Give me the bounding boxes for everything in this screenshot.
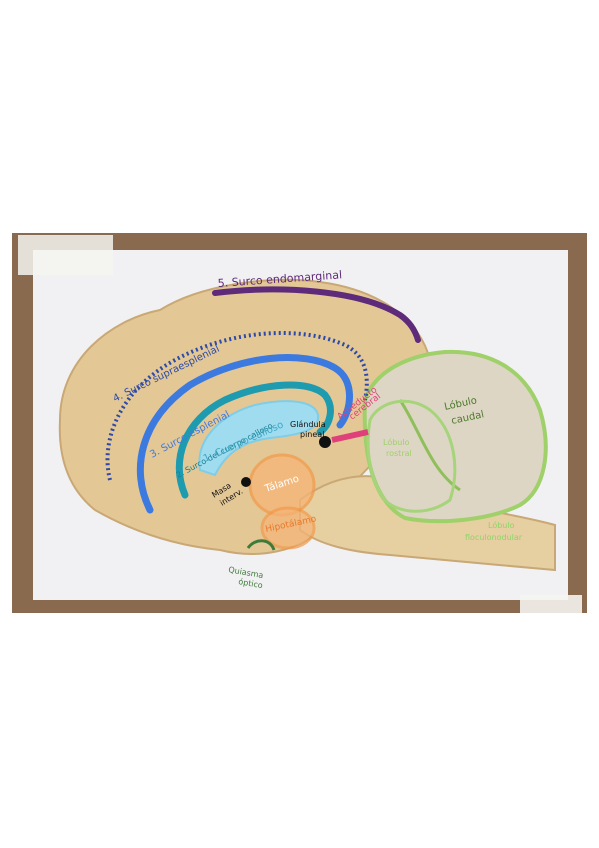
tape-bottom-right [520,595,582,613]
label-lobulo-rostral-2: rostral [386,449,412,458]
label-lobulo-flocular-1: Lóbulo [488,520,515,530]
cerebellum [362,349,548,524]
label-glandula-pineal-1: Glándula [290,420,326,429]
glandula-pineal-dot [319,436,331,448]
tape-top-left [18,235,113,275]
cuerpo-calloso-shape [198,400,320,477]
surco-supraesplenial-line [105,331,369,481]
masa-intermedia-dot [241,477,251,487]
cerebellum-rostral-outline [366,399,457,513]
label-lobulo-flocular-2: floculonodular [465,533,523,542]
label-lobulo-rostral-1: Lóbulo [383,437,410,447]
surco-cuerpo-calloso-line [175,381,334,499]
surco-esplenial-line [136,354,353,514]
acueducto-line [331,429,369,443]
cerebellum-vermis-line [398,399,461,492]
label-quiasma-2: óptico [238,576,264,590]
quiasma-optico-shape [246,539,276,551]
surco-endomarginal-line [212,286,421,343]
hipotalamo-shape [260,506,316,550]
label-glandula-pineal-2: pineal [300,430,324,439]
